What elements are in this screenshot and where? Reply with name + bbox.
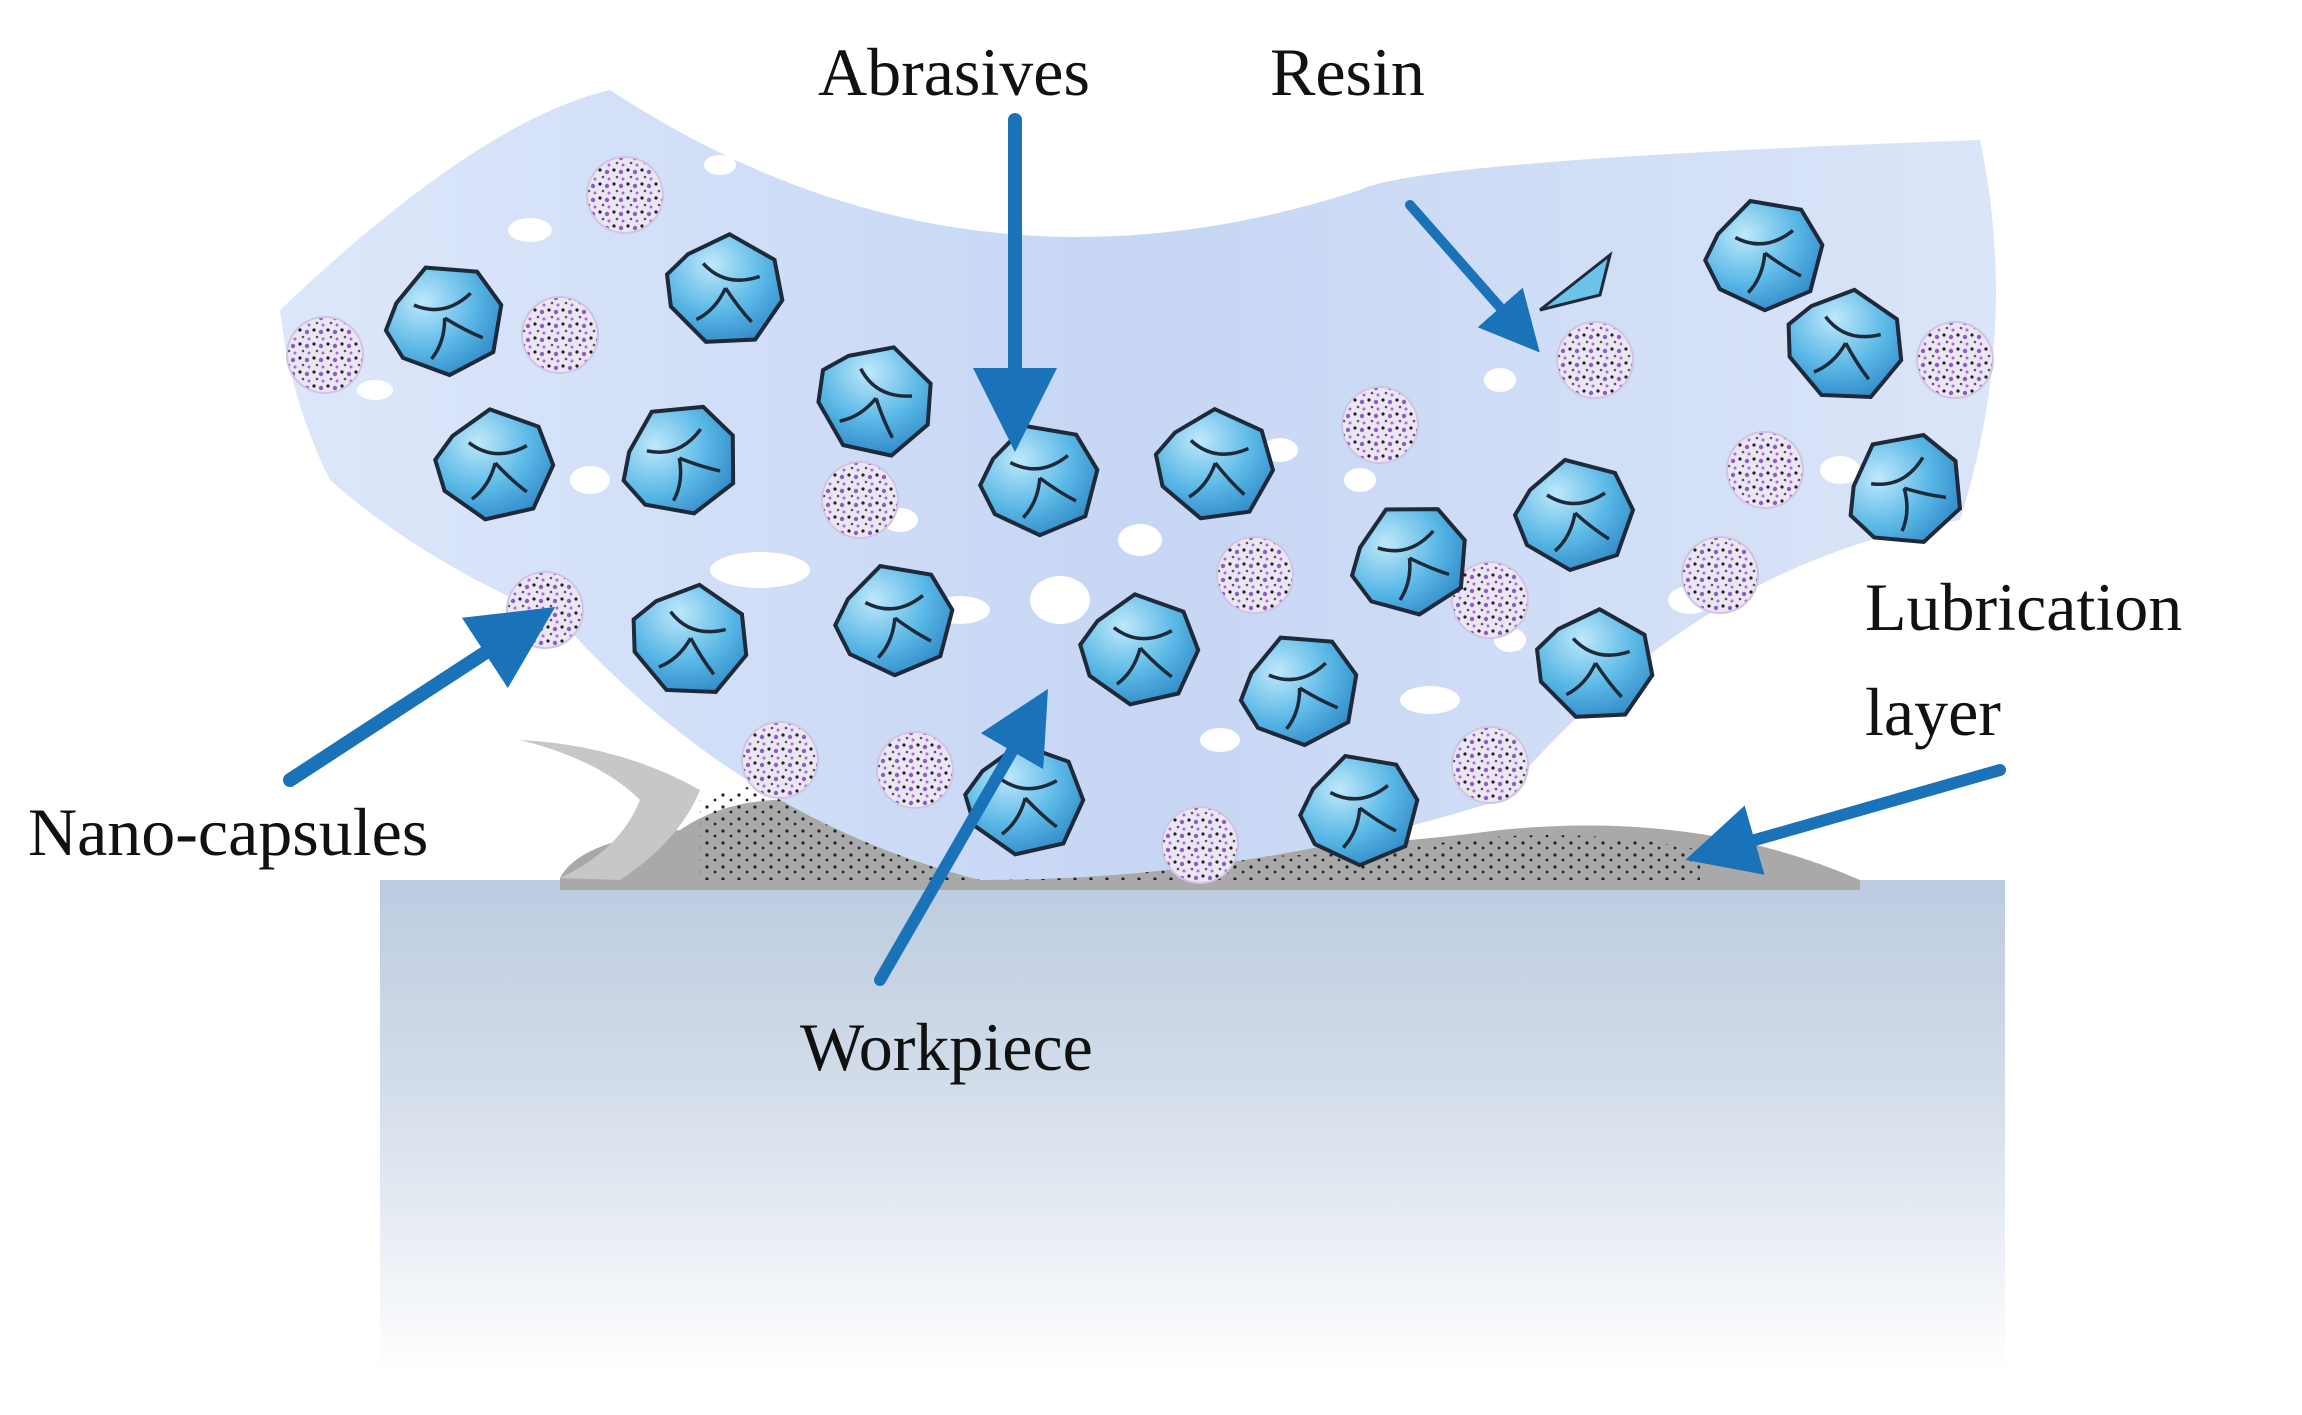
nano-capsule-icon — [876, 731, 954, 809]
workpiece-block — [380, 880, 2005, 1375]
pointer-arrows — [283, 113, 2006, 986]
label-abrasives: Abrasives — [818, 34, 1090, 110]
nano-capsule-icon — [1451, 726, 1529, 804]
workpiece-arrow — [874, 688, 1048, 986]
nano-capsule-icon — [821, 461, 899, 539]
lubrication-layer-left-wisp — [520, 740, 700, 880]
nano-capsule-icon — [1341, 386, 1419, 464]
nano-capsule-icon — [1556, 321, 1634, 399]
nano-capsule-icon — [586, 156, 664, 234]
nano-capsule-icon — [741, 721, 819, 799]
nano-capsule-icon — [1216, 536, 1294, 614]
label-lubrication-line1: Lubrication — [1865, 569, 2182, 645]
nano-capsule-icon — [1161, 806, 1239, 884]
label-lubrication-line2: layer — [1865, 674, 2001, 750]
label-nano-capsules: Nano-capsules — [28, 794, 428, 870]
abrasive-grain-fragment — [1539, 251, 1613, 312]
resin-arrow — [1405, 200, 1540, 353]
nano-capsule-icon — [286, 316, 364, 394]
nano-capsule-icon — [521, 296, 599, 374]
nano-capsule-icon — [1681, 536, 1759, 614]
nano-capsules-arrow — [283, 607, 556, 787]
label-workpiece: Workpiece — [800, 1009, 1093, 1085]
nano-capsule-icon — [1916, 321, 1994, 399]
label-resin: Resin — [1270, 34, 1425, 110]
lubrication-layer-arrow — [1685, 764, 2006, 875]
nano-capsule-icon — [1726, 431, 1804, 509]
